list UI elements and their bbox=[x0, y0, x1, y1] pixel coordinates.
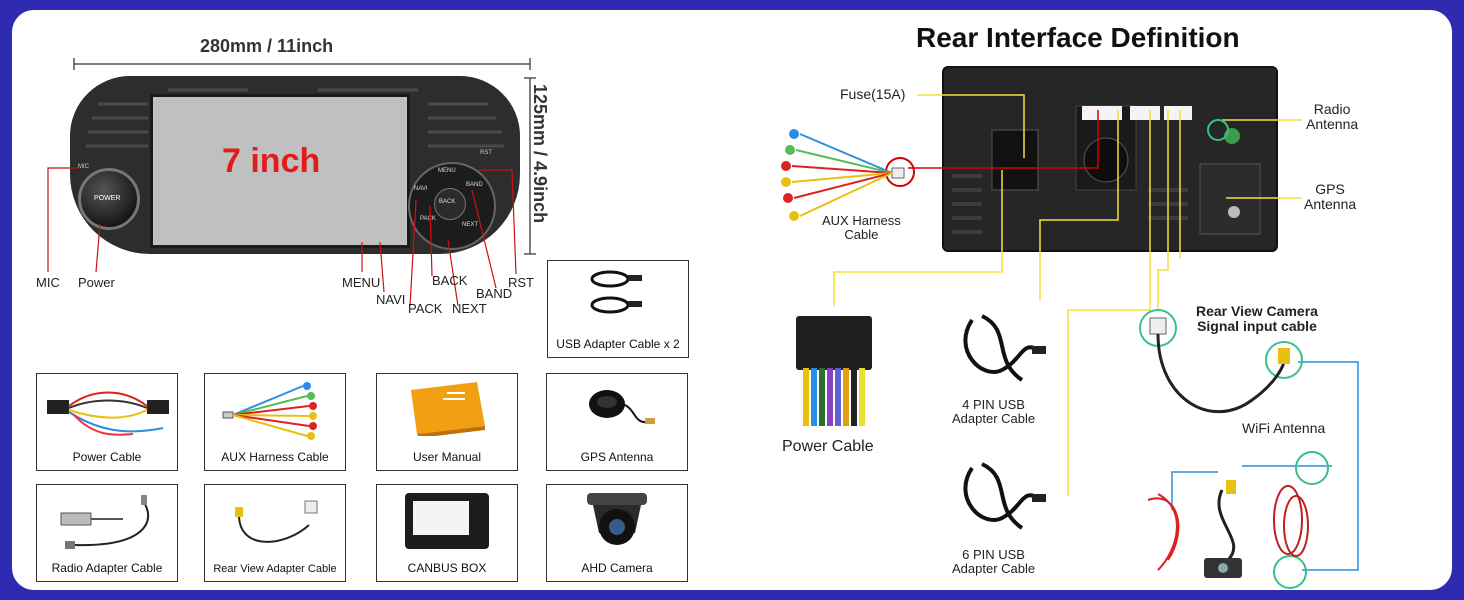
power-harness-image bbox=[47, 391, 169, 436]
accessory-ahd-camera: AHD Camera bbox=[546, 484, 688, 582]
accessory-name: GPS Antenna bbox=[580, 450, 654, 464]
power-knob-label: POWER bbox=[94, 195, 121, 202]
pack-button-label: PACK bbox=[420, 216, 436, 222]
gps-antenna-line2: Antenna bbox=[1304, 196, 1357, 212]
menu-button-label: MENU bbox=[438, 168, 456, 174]
manual-image bbox=[411, 382, 485, 436]
back-button[interactable] bbox=[434, 188, 466, 220]
callout-back: BACK bbox=[432, 273, 468, 288]
callout-rst: RST bbox=[508, 275, 534, 290]
usb6-line1: 6 PIN USB bbox=[962, 547, 1025, 562]
radio-antenna-line2: Antenna bbox=[1306, 116, 1359, 132]
rear-title: Rear Interface Definition bbox=[916, 22, 1240, 53]
power-knob[interactable] bbox=[78, 168, 140, 230]
usb4-cable-image bbox=[963, 314, 1046, 382]
callout-pack: PACK bbox=[408, 301, 443, 316]
gps-antenna-image bbox=[589, 390, 655, 424]
screen bbox=[150, 94, 410, 248]
radio-antenna-label: Radio Antenna bbox=[1306, 102, 1358, 132]
height-dimension-arrow bbox=[524, 77, 536, 255]
gps-antenna-line1: GPS bbox=[1315, 181, 1345, 197]
accessory-power-cable: Power Cable bbox=[36, 373, 178, 471]
accessory-name: Power Cable bbox=[72, 450, 142, 464]
accessory-name: AHD Camera bbox=[581, 561, 653, 575]
usb-cable-image bbox=[590, 270, 642, 314]
rear-cam-label: Rear View Camera Signal input cable bbox=[1196, 304, 1318, 334]
accessory-name: CANBUS BOX bbox=[407, 561, 487, 575]
accessory-user-manual: User Manual bbox=[376, 373, 518, 471]
navi-button-label: NAVI bbox=[414, 186, 428, 192]
vent-grille bbox=[86, 88, 504, 148]
power-connector-wires bbox=[803, 368, 865, 426]
callout-next: NEXT bbox=[452, 301, 487, 316]
radio-antenna-line1: Radio bbox=[1313, 101, 1351, 117]
next-button-label: NEXT bbox=[462, 222, 479, 228]
canbus-box-sticker bbox=[413, 501, 469, 535]
callout-menu: MENU bbox=[342, 275, 381, 290]
usb4-label: 4 PIN USB Adapter Cable bbox=[952, 398, 1035, 426]
callout-band: BAND bbox=[476, 286, 513, 301]
aux-cable-line2: Cable bbox=[844, 227, 879, 242]
rear-cam-cable-image bbox=[1149, 317, 1290, 414]
rst-small-label: RST bbox=[480, 150, 492, 156]
aux-harness-image bbox=[222, 382, 317, 440]
aux-cable-label: AUX Harness Cable bbox=[822, 214, 901, 242]
band-button-label: BAND bbox=[466, 182, 483, 188]
accessory-gps-antenna: GPS Antenna bbox=[546, 373, 688, 471]
width-dimension-arrow bbox=[73, 58, 531, 70]
rear-cam-line1: Rear View Camera bbox=[1196, 303, 1318, 319]
fuse-label: Fuse(15A) bbox=[840, 86, 906, 102]
rear-callout-lines bbox=[833, 94, 1359, 589]
camera-kit-image bbox=[1147, 480, 1309, 578]
usb4-line1: 4 PIN USB bbox=[962, 397, 1025, 412]
aux-harness-cable-image bbox=[781, 129, 905, 221]
accessory-canbus-box: CANBUS BOX bbox=[376, 484, 518, 582]
accessory-name: Rear View Adapter Cable bbox=[213, 563, 337, 575]
accessory-radio-adapter: Radio Adapter Cable bbox=[36, 484, 178, 582]
accessory-name: USB Adapter Cable x 2 bbox=[556, 337, 680, 351]
product-infographic: 280mm / 11inch 125mm / 4.9inch 7 inch PO… bbox=[12, 10, 1452, 590]
accessory-rear-view-adapter: Rear View Adapter Cable bbox=[204, 484, 346, 582]
callout-navi: NAVI bbox=[376, 292, 406, 307]
accessory-name: Radio Adapter Cable bbox=[51, 561, 163, 575]
accessory-aux-harness: AUX Harness Cable bbox=[204, 373, 346, 471]
callout-power: Power bbox=[78, 275, 115, 290]
aux-cable-line1: AUX Harness bbox=[822, 213, 901, 228]
ahd-camera-image bbox=[587, 493, 647, 545]
gps-antenna-label: GPS Antenna bbox=[1304, 182, 1356, 212]
accessory-usb-adapter: USB Adapter Cable x 2 bbox=[547, 260, 689, 358]
usb6-line2: Adapter Cable bbox=[952, 561, 1036, 576]
front-callout-lines bbox=[47, 167, 517, 307]
accessory-name: AUX Harness Cable bbox=[221, 450, 329, 464]
screen-size-label: 7 inch bbox=[222, 142, 321, 180]
usb6-cable-image bbox=[963, 462, 1046, 530]
width-dimension-label: 280mm / 11inch bbox=[200, 36, 334, 56]
back-button-label: BACK bbox=[439, 199, 456, 205]
power-cable-label: Power Cable bbox=[782, 438, 874, 455]
power-connector-image bbox=[796, 316, 872, 370]
usb4-line2: Adapter Cable bbox=[952, 411, 1036, 426]
usb6-label: 6 PIN USB Adapter Cable bbox=[952, 548, 1035, 576]
accessory-name: User Manual bbox=[412, 450, 482, 464]
rear-panel-detail bbox=[952, 105, 1261, 235]
mic-small-label: MIC bbox=[78, 164, 89, 170]
callout-mic: MIC bbox=[36, 275, 60, 290]
wifi-antenna-label: WiFi Antenna bbox=[1242, 420, 1326, 436]
radio-adapter-image bbox=[60, 495, 150, 549]
rear-cam-line2: Signal input cable bbox=[1197, 318, 1317, 334]
rear-view-adapter-image bbox=[235, 500, 318, 543]
